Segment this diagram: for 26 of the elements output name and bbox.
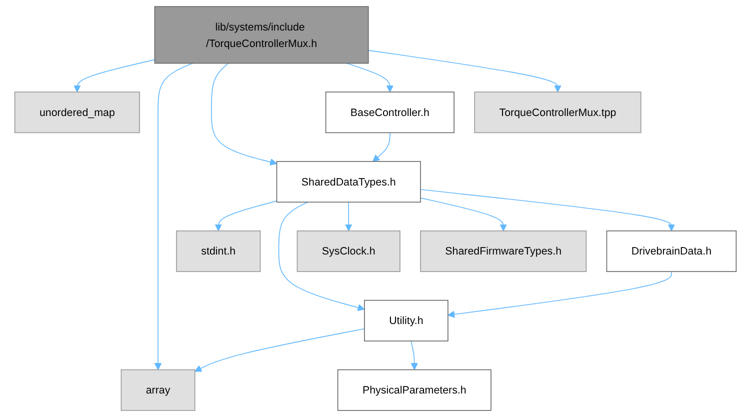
arrow xyxy=(420,189,676,232)
node-box: array xyxy=(120,369,196,411)
node-box: Utility.h xyxy=(364,300,448,342)
arrow xyxy=(278,202,365,312)
node-box: BaseController.h xyxy=(325,92,454,134)
arrow xyxy=(448,271,672,318)
arrow xyxy=(194,328,365,372)
arrow xyxy=(346,62,394,92)
node-box: SharedFirmwareTypes.h xyxy=(420,230,587,272)
node-box: TorqueControllerMux.tpp xyxy=(474,92,642,134)
arrow xyxy=(410,340,418,370)
arrow xyxy=(372,132,390,162)
arrow xyxy=(368,50,562,92)
arrow xyxy=(345,202,352,232)
arrow xyxy=(74,59,156,92)
node-box: SharedDataTypes.h xyxy=(276,161,421,203)
node-box: SysClock.h xyxy=(296,230,400,272)
arrow xyxy=(154,62,194,370)
node-box: PhysicalParameters.h xyxy=(337,369,492,411)
arrow xyxy=(420,198,507,232)
node-box: DrivebrainData.h xyxy=(606,230,737,272)
arrow xyxy=(214,200,278,232)
node-box: lib/systems/include /TorqueControllerMux.h xyxy=(154,6,369,64)
arrow xyxy=(211,62,278,166)
node-box: stdint.h xyxy=(176,230,261,272)
node-box: unordered_map xyxy=(14,92,140,134)
